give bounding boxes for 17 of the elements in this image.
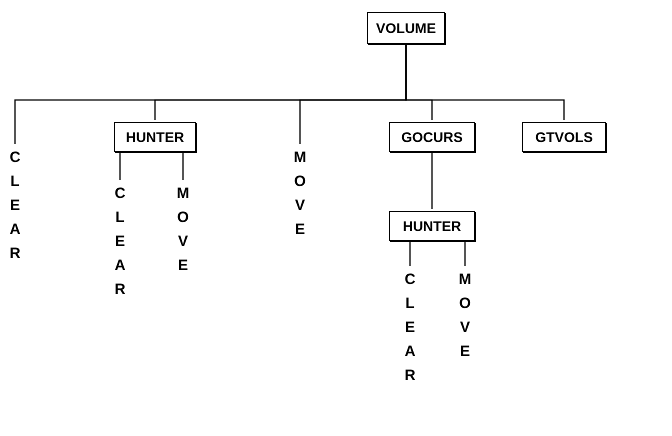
vertical-label: MOVE	[292, 146, 308, 242]
menu-box: VOLUME	[367, 12, 445, 44]
connector-line	[119, 152, 121, 180]
vertical-label: MOVE	[176, 182, 190, 278]
menu-box: GOCURS	[389, 122, 475, 152]
connector-line	[431, 152, 433, 209]
connector-line	[405, 44, 565, 120]
menu-box: HUNTER	[389, 211, 475, 241]
connector-line	[409, 241, 411, 266]
connector-line	[182, 152, 184, 180]
menu-box: HUNTER	[114, 122, 196, 152]
vertical-label: CLEAR	[112, 182, 128, 302]
vertical-label: CLEAR	[8, 146, 22, 266]
menu-box: GTVOLS	[522, 122, 606, 152]
connector-line	[464, 241, 466, 266]
vertical-label: CLEAR	[402, 268, 418, 388]
vertical-label: MOVE	[458, 268, 472, 364]
